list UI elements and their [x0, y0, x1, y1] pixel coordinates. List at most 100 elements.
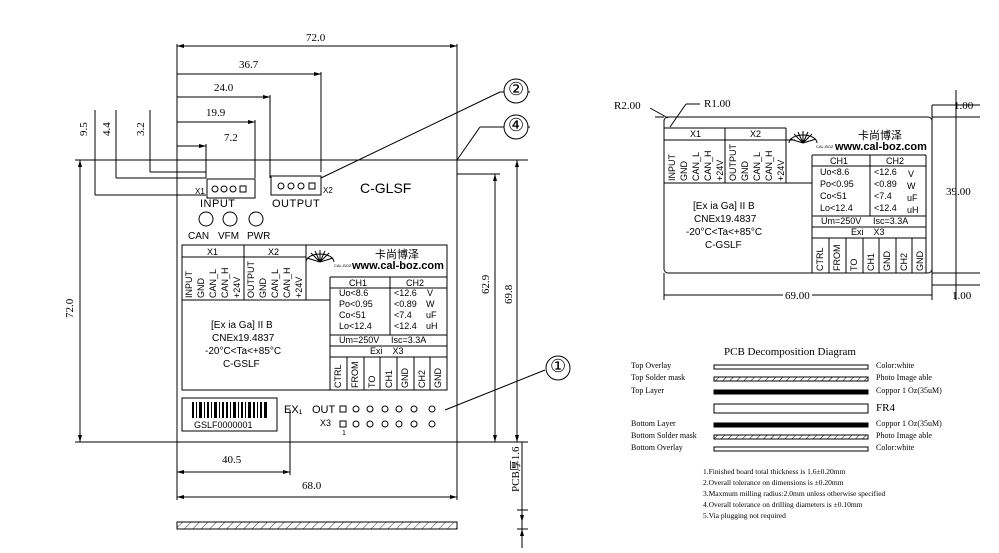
lbl-x3-ctrl: CTRL	[333, 364, 343, 388]
r-x2: X2	[750, 129, 762, 139]
lbl-unit-uf: uF	[426, 310, 437, 320]
r-unit-uh: uH	[907, 205, 919, 215]
lbl-um: Um=250V	[339, 335, 380, 345]
r-exi: Exi X3	[851, 227, 885, 237]
r-x1-pin-canh: CAN_H	[703, 150, 713, 181]
lbl-x1-pin-gnd: GND	[196, 278, 206, 298]
barcode	[192, 402, 267, 418]
callout-circles	[503, 78, 571, 381]
r-name: C-GSLF	[705, 240, 742, 251]
brand-logo-icon-2	[788, 131, 818, 144]
dim-68: 68.0	[302, 480, 322, 492]
lbl-name: C-GSLF	[223, 359, 260, 370]
r-ch2-v2: <7.4	[874, 191, 892, 201]
pcb-title: PCB Decomposition Diagram	[724, 346, 856, 358]
lbl-x2: X2	[268, 247, 280, 257]
lbl-isc: Isc=3.3A	[391, 335, 427, 345]
r-x1-pin-24v: +24V	[715, 159, 725, 181]
r-unit-w: W	[907, 181, 916, 191]
r-x3-gnd1: GND	[882, 251, 892, 271]
layer-top-layer: Top Layer	[631, 386, 664, 395]
x3-label: X3	[320, 418, 332, 428]
lbl-ch2: CH2	[406, 278, 425, 288]
r-x2-pin-output: OUTPUT	[728, 144, 738, 181]
x1-tag: X1	[195, 187, 205, 196]
r-x3-ch2: CH2	[899, 252, 909, 271]
callout-2: ②	[508, 79, 525, 99]
layer-top-solder: Top Solder mask	[631, 373, 686, 382]
dim-69: 69.00	[783, 290, 812, 302]
lbl-ch1-v2: Co<51	[339, 310, 366, 320]
lbl-exi: Exi X3	[370, 346, 404, 356]
dim-9-5: 9.5	[78, 122, 90, 136]
dim-40-5: 40.5	[222, 454, 242, 466]
r-x1-pin-input: INPUT	[667, 154, 677, 181]
lbl-x3-ch1: CH1	[384, 369, 394, 388]
r-x3-gnd2: GND	[915, 251, 925, 271]
lbl-x1-pin-canh: CAN_H	[220, 267, 230, 298]
dim-pcb-thickness: PCB厚1.6	[510, 446, 522, 492]
note-5: 5.Via plugging not required	[703, 511, 786, 520]
dim-36-7: 36.7	[239, 59, 259, 71]
lbl-unit-w: W	[426, 299, 435, 309]
label-drawing	[649, 90, 980, 300]
pin1-label: 1	[342, 430, 346, 437]
layer-bottom-overlay-desc: Color:white	[876, 443, 915, 452]
callout-4: ④	[508, 115, 525, 135]
lbl-url: www.cal-boz.com	[352, 260, 444, 272]
dim-arrows	[78, 44, 524, 536]
lbl-ex-marking: [Ex ia Ga] II B	[211, 320, 273, 331]
lbl-x3-gnd2: GND	[433, 368, 443, 388]
lbl-ch1-v0: Uo<8.6	[339, 288, 369, 298]
r-ch2: CH2	[886, 156, 905, 166]
dim-72-left: 72.0	[64, 298, 76, 318]
lbl-x2-pin-gnd: GND	[258, 278, 268, 298]
r-ch2-v0: <12.6	[874, 167, 897, 177]
lbl-brand-small: CAL-BOZ	[334, 263, 352, 268]
dim-19-9: 19.9	[206, 107, 226, 119]
layer-top-overlay-desc: Color:white	[876, 361, 915, 370]
r-brand-cn: 卡尚博泽	[858, 130, 902, 142]
r-x2-pin-canh: CAN_H	[764, 150, 774, 181]
led-pwr-label: PWR	[247, 231, 271, 242]
barcode-text: GSLF0000001	[194, 420, 253, 430]
lbl-x1-pin-24v: +24V	[232, 276, 242, 298]
r-ch1: CH1	[830, 156, 849, 166]
board-drawing	[75, 44, 546, 548]
r-x2-pin-gnd: GND	[740, 161, 750, 181]
dim-69-8: 69.8	[503, 284, 515, 304]
r-isc: Isc=3.3A	[873, 216, 909, 226]
note-2: 2.Overall tolerance on dimensions is ±0.…	[703, 478, 844, 487]
board-outline	[176, 159, 458, 443]
lbl-ch1-v1: Po<0.95	[339, 299, 373, 309]
dim-7-2: 7.2	[224, 132, 238, 144]
note-1: 1.Finished board total thickness is 1.6±…	[703, 467, 846, 476]
r-ch1-v2: Co<51	[820, 191, 847, 201]
r-cert: CNEx19.4837	[694, 214, 757, 225]
lbl-x1: X1	[207, 247, 219, 257]
lbl-x3-to: TO	[367, 375, 377, 388]
note-3: 3.Maxmum milling radius:2.0mm unless oth…	[703, 489, 886, 498]
layer-top-layer-desc: Coppor 1 Oz(35uM)	[876, 386, 942, 395]
r-url: www.cal-boz.com	[835, 141, 927, 153]
r-x2-pin-canl: CAN_L	[752, 151, 762, 181]
pcb-stackup	[713, 364, 869, 452]
lbl-x3-from: FROM	[350, 361, 360, 389]
lbl-x1-pin-canl: CAN_L	[208, 268, 218, 298]
dim-1-00-bottom: 1.00	[952, 290, 972, 302]
r-ch1-v3: Lo<12.4	[820, 203, 853, 213]
r-ch2-v1: <0.89	[874, 179, 897, 189]
r-x1-pin-canl: CAN_L	[691, 151, 701, 181]
dim-1-00-top: 1.00	[954, 100, 974, 112]
ex1-label: EX₁	[284, 404, 303, 416]
r-ch2-v3: <12.4	[874, 203, 897, 213]
dim-72-top: 72.0	[306, 32, 326, 44]
layer-bottom-layer: Bottom Layer	[631, 419, 676, 428]
r-ex-marking: [Ex ia Ga] II B	[693, 201, 755, 212]
lbl-x1-pin-input: INPUT	[184, 271, 194, 298]
model-name: C-GLSF	[360, 180, 412, 196]
r-unit-uf: uF	[907, 193, 918, 203]
dim-r1: R1.00	[704, 98, 731, 110]
lbl-ch2-v3: <12.4	[394, 321, 417, 331]
lbl-ch1-v3: Lo<12.4	[339, 321, 372, 331]
